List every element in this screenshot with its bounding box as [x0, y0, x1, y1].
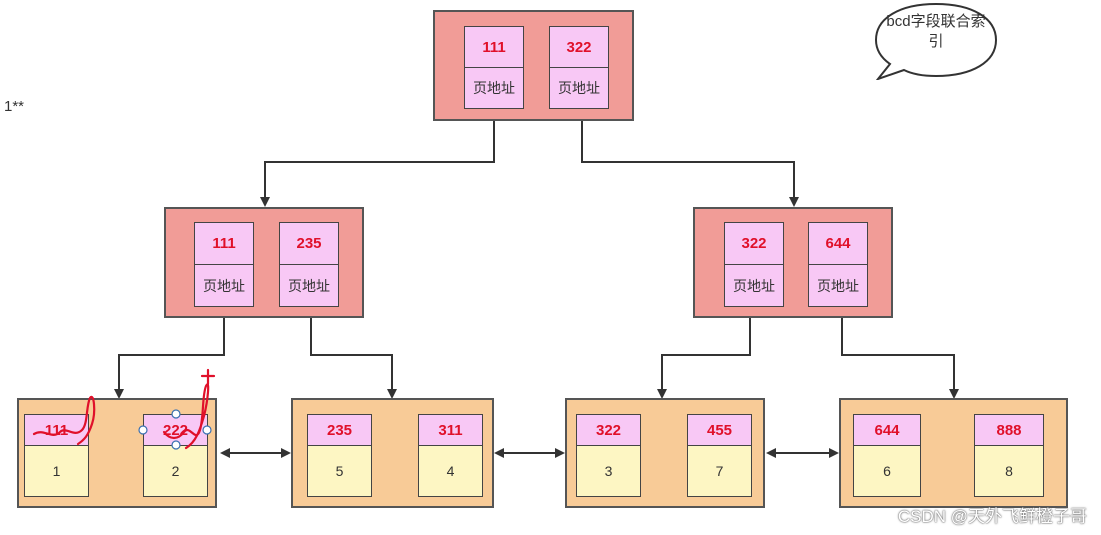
leaf3-key-2: 455	[687, 414, 752, 446]
speech-bubble	[874, 2, 998, 80]
stray-text: 1**	[4, 98, 25, 115]
root-ptr-2: 页地址	[549, 67, 609, 109]
watermark: CSDN @天外飞鲜橙子哥	[897, 507, 1087, 526]
edge-right-leaf3	[657, 307, 751, 399]
internal-left-ptr-1: 页地址	[194, 264, 254, 307]
internal-left-key-1: 111	[194, 222, 254, 265]
internal-right-key-1: 322	[724, 222, 784, 265]
leaf4-row-2: 8	[974, 445, 1044, 497]
internal-right-ptr-1: 页地址	[724, 264, 784, 307]
leaf3-row-2: 7	[687, 445, 752, 497]
selection-handle-right	[202, 425, 212, 435]
root-ptr-1: 页地址	[464, 67, 524, 109]
leaf4-row-1: 6	[853, 445, 921, 497]
leaf1-key-1: 111	[24, 414, 89, 446]
edge-right-leaf4	[841, 307, 959, 399]
leaf2-row-1: 5	[307, 445, 372, 497]
leaf2-key-2: 311	[418, 414, 483, 446]
internal-left-ptr-2: 页地址	[279, 264, 339, 307]
edge-left-leaf2	[310, 307, 397, 399]
edge-root-right	[581, 121, 799, 207]
selection-handle-top	[171, 409, 181, 419]
edge-left-leaf1	[114, 307, 225, 399]
selection-handle-left	[138, 425, 148, 435]
internal-right-ptr-2: 页地址	[808, 264, 868, 307]
bubble-text: bcd字段联合索引	[886, 13, 986, 50]
selection-handle-bottom	[171, 440, 181, 450]
leaf2-row-2: 4	[418, 445, 483, 497]
annotation-squiggle-2	[162, 383, 210, 450]
leaf2-key-1: 235	[307, 414, 372, 446]
leaf4-key-2: 888	[974, 414, 1044, 446]
internal-left-key-2: 235	[279, 222, 339, 265]
edge-root-left	[260, 121, 495, 207]
annotation-squiggle-1	[32, 395, 96, 446]
annotation-plus-mark	[200, 368, 216, 386]
internal-right-key-2: 644	[808, 222, 868, 265]
leaf1-row-1: 1	[24, 445, 89, 497]
leaf3-row-1: 3	[576, 445, 641, 497]
